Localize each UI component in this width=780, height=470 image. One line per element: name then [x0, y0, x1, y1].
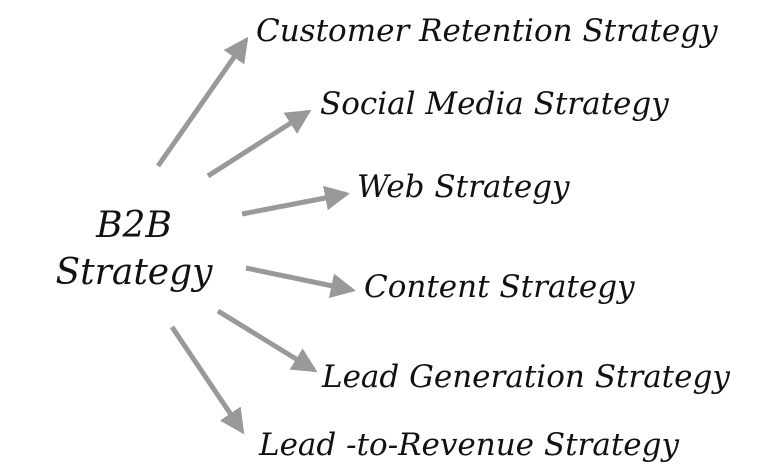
- center-line-2: Strategy: [55, 251, 213, 293]
- branch-label-lead-generation: Lead Generation Strategy: [322, 359, 730, 395]
- branch-label-social-media: Social Media Strategy: [320, 86, 669, 122]
- center-line-1: B2B: [96, 205, 172, 246]
- arrow-to-customer-retention: [155, 36, 249, 168]
- arrow-to-lead-generation: [216, 308, 318, 373]
- center-node: B2B Strategy: [54, 203, 214, 297]
- branch-label-customer-retention: Customer Retention Strategy: [256, 13, 718, 49]
- arrow-to-social-media: [206, 109, 312, 179]
- arrow-to-web: [241, 185, 350, 217]
- arrow-to-content: [245, 265, 356, 298]
- branch-label-web: Web Strategy: [357, 169, 570, 205]
- branch-label-lead-to-revenue: Lead -to-Revenue Strategy: [259, 427, 680, 463]
- branch-label-content: Content Strategy: [364, 269, 635, 305]
- arrow-to-lead-to-revenue: [169, 325, 245, 435]
